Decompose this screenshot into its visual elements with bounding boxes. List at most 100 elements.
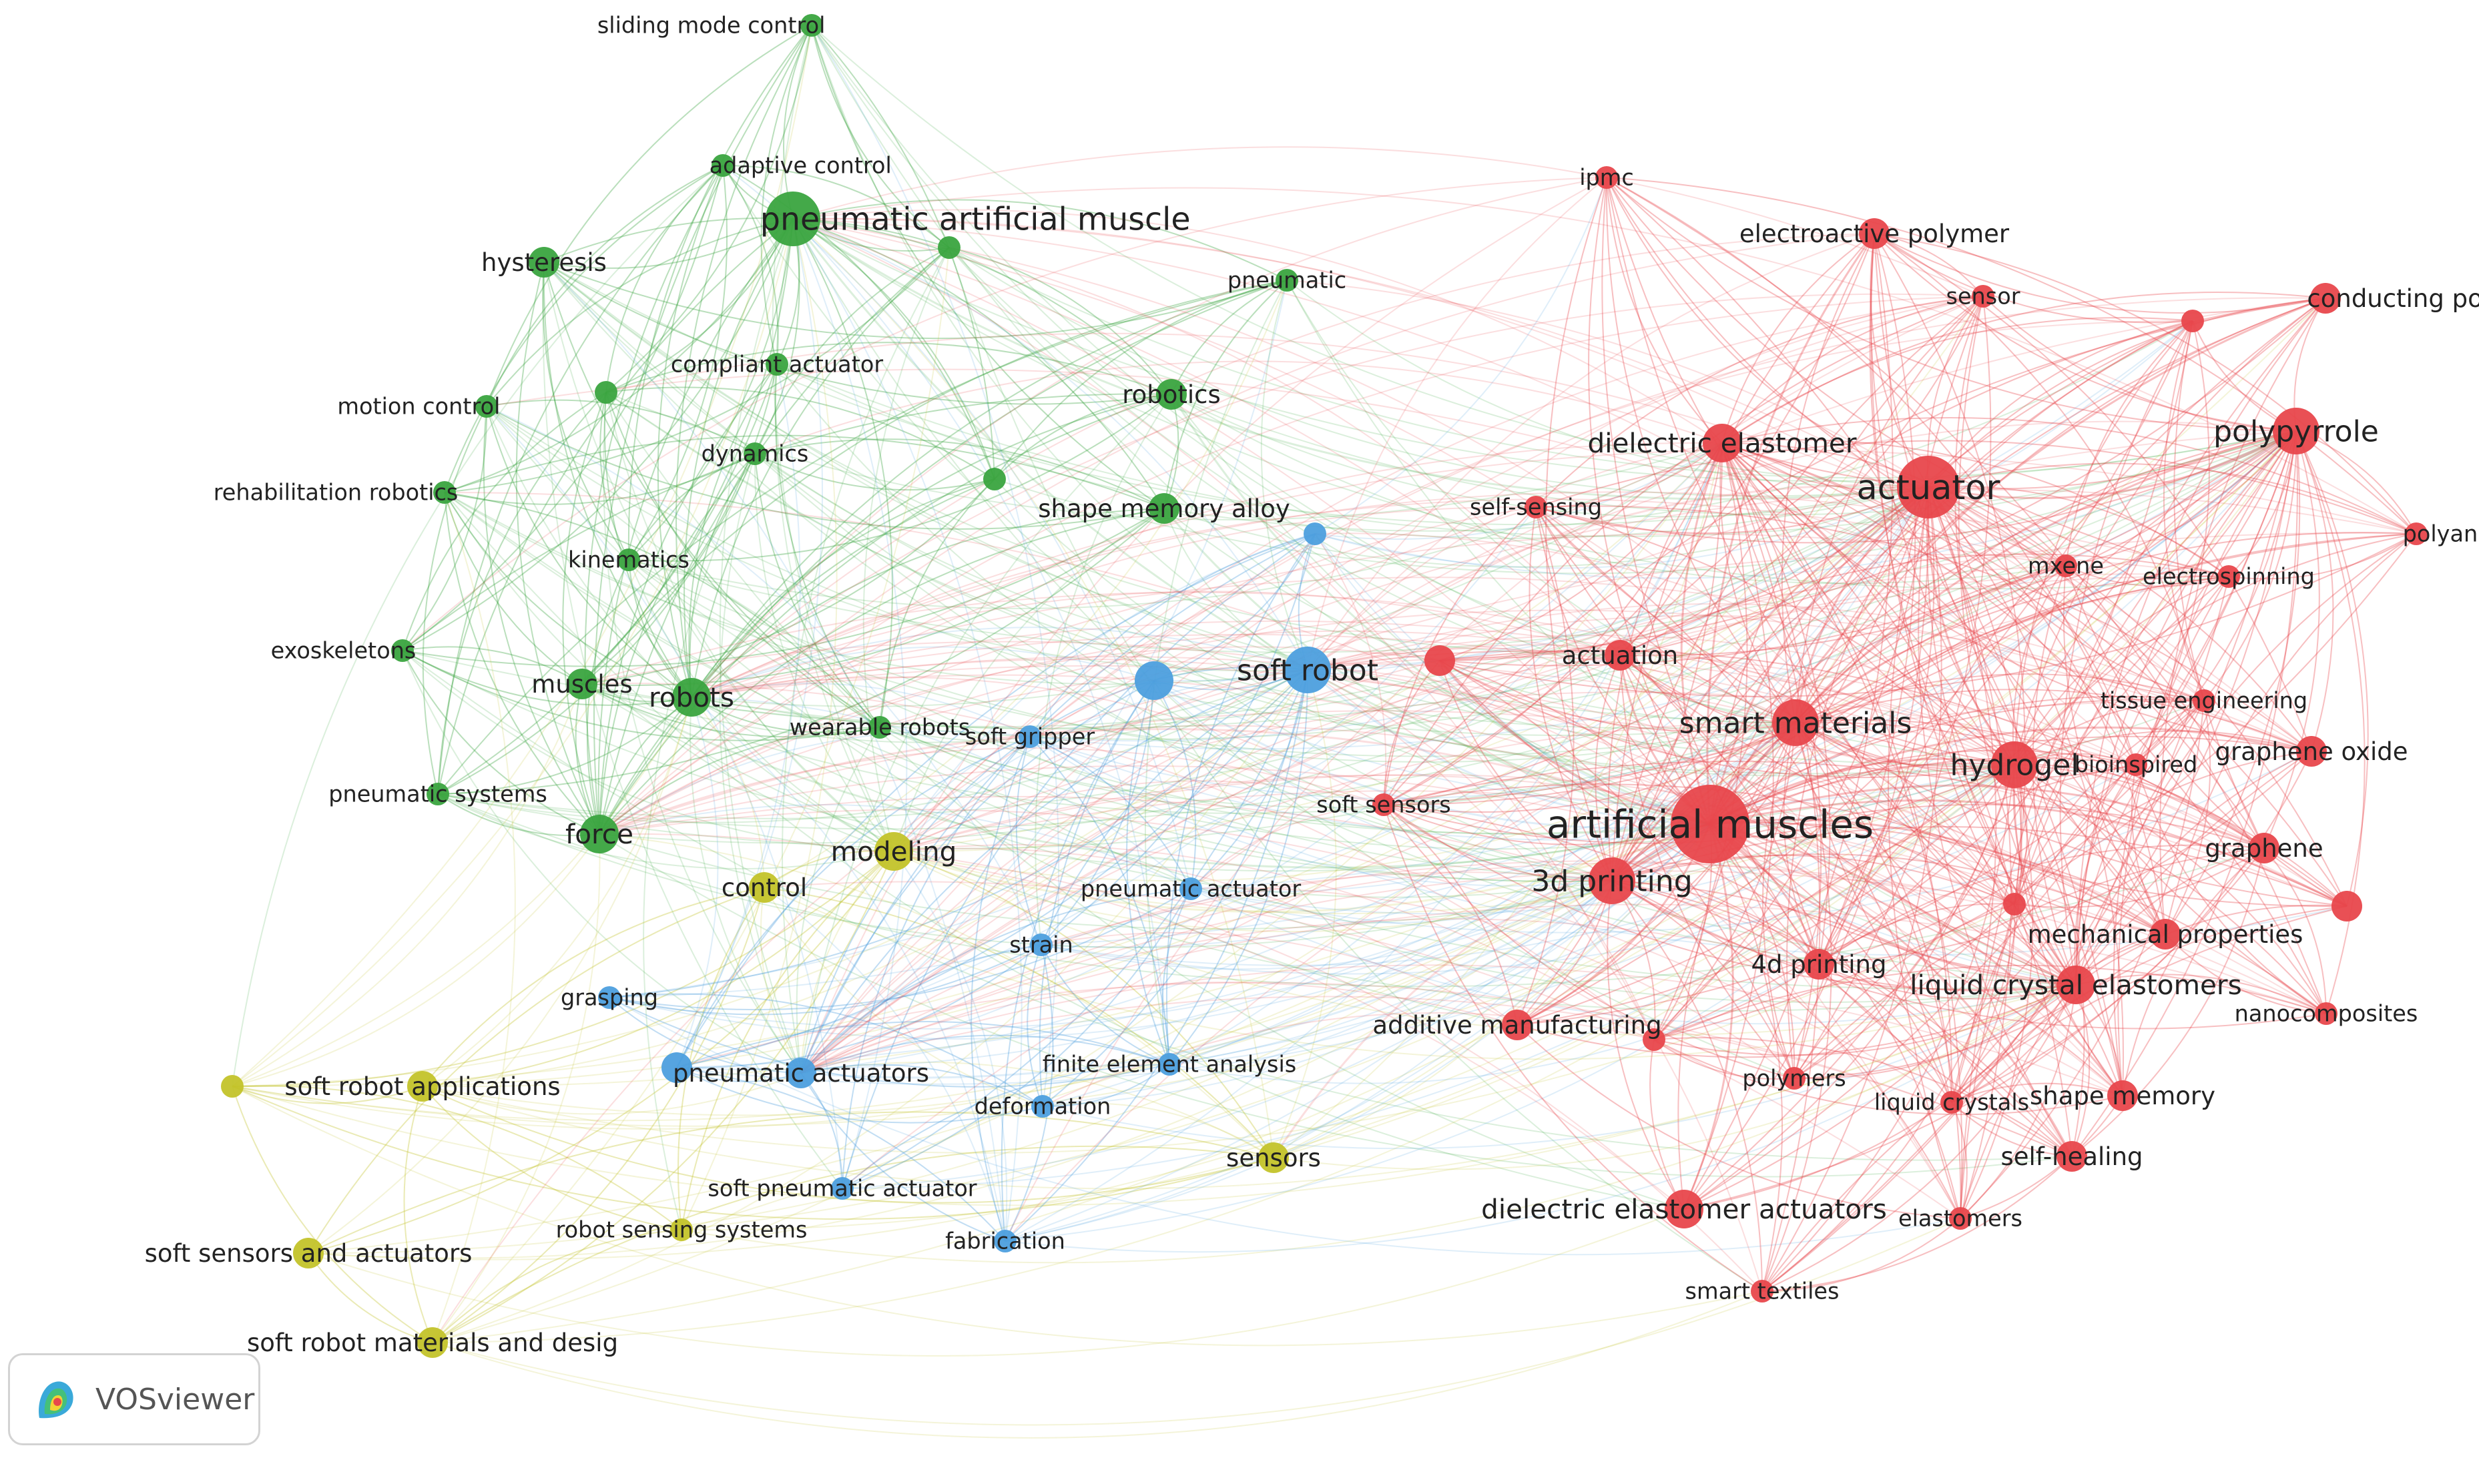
- node-pneumatic[interactable]: [1276, 269, 1298, 292]
- network-link: [605, 25, 812, 393]
- node-modeling[interactable]: [874, 832, 913, 871]
- node-soft-sensors-and-actuators[interactable]: [293, 1238, 324, 1268]
- node-exoskeletons[interactable]: [391, 639, 414, 662]
- node-compliant-actuator[interactable]: [766, 353, 788, 376]
- node-dielectric-elastomer[interactable]: [1703, 424, 1741, 462]
- node-bioinspired[interactable]: [2125, 753, 2147, 776]
- node-green-unlabeled-3[interactable]: [983, 468, 1006, 490]
- node-blue-unlabeled-2[interactable]: [1135, 661, 1173, 700]
- node-robots[interactable]: [672, 678, 711, 717]
- node-electrospinning[interactable]: [2217, 565, 2240, 588]
- node-adaptive-control[interactable]: [712, 154, 734, 177]
- node-robotics[interactable]: [1156, 379, 1187, 410]
- node-soft-robot-materials-and-desig[interactable]: [417, 1327, 448, 1358]
- node-conducting-polymer[interactable]: [2310, 283, 2341, 314]
- network-link: [232, 1086, 1274, 1220]
- node-yellow-unlabeled-1[interactable]: [221, 1075, 244, 1098]
- network-link: [1042, 1012, 1655, 1107]
- node-artificial-muscles[interactable]: [1671, 785, 1749, 863]
- vosviewer-badge[interactable]: VOSviewer: [8, 1353, 260, 1445]
- node-wearable-robots[interactable]: [868, 716, 891, 739]
- network-link: [1383, 783, 2166, 935]
- node-self-healing[interactable]: [2056, 1141, 2087, 1172]
- node-deformation[interactable]: [1031, 1095, 1054, 1118]
- network-link: [486, 406, 1165, 530]
- node-electroactive-polymer[interactable]: [1859, 218, 1890, 249]
- node-smart-textiles[interactable]: [1751, 1280, 1773, 1303]
- node-elastomers[interactable]: [1949, 1207, 1972, 1230]
- node-3d-printing[interactable]: [1589, 857, 1635, 904]
- network-link: [422, 851, 894, 1087]
- node-additive-manufacturing[interactable]: [1502, 1010, 1533, 1040]
- network-link: [599, 663, 1796, 835]
- node-4d-printing[interactable]: [1804, 949, 1834, 980]
- node-actuator[interactable]: [1897, 456, 1960, 518]
- node-finite-element-analysis[interactable]: [1158, 1053, 1181, 1076]
- node-polypyrrole[interactable]: [2273, 408, 2319, 454]
- node-soft-pneumatic-actuator[interactable]: [831, 1177, 854, 1200]
- network-link: [628, 165, 728, 561]
- node-red-unlabeled-5[interactable]: [1643, 1028, 1665, 1051]
- node-smart-materials[interactable]: [1772, 699, 1819, 746]
- node-pneumatic-artificial-muscle[interactable]: [766, 192, 820, 246]
- node-robot-sensing-systems[interactable]: [670, 1218, 693, 1241]
- node-soft-sensors[interactable]: [1372, 793, 1395, 816]
- node-hysteresis[interactable]: [529, 247, 559, 278]
- node-self-sensing[interactable]: [1525, 496, 1547, 518]
- node-muscles[interactable]: [567, 669, 597, 699]
- network-link: [422, 430, 2297, 1088]
- node-sliding-mode-control[interactable]: [800, 14, 823, 37]
- node-soft-robot-applications[interactable]: [407, 1071, 438, 1102]
- node-fabrication[interactable]: [994, 1230, 1017, 1252]
- node-green-unlabeled-1[interactable]: [938, 236, 960, 259]
- network-link: [609, 880, 1613, 1040]
- node-grasping[interactable]: [598, 986, 621, 1009]
- node-nanocomposites[interactable]: [2315, 1002, 2337, 1025]
- node-blue-unlabeled-3[interactable]: [661, 1052, 692, 1083]
- node-pneumatic-actuator[interactable]: [1179, 877, 1202, 900]
- node-dielectric-elastomer-actuators[interactable]: [1665, 1190, 1703, 1228]
- node-strain[interactable]: [1030, 934, 1053, 956]
- node-soft-robot[interactable]: [1284, 647, 1331, 693]
- node-red-unlabeled-4[interactable]: [2331, 891, 2362, 921]
- network-link: [1721, 233, 1875, 444]
- node-liquid-crystal-elastomers[interactable]: [2056, 966, 2095, 1004]
- node-blue-unlabeled-1[interactable]: [1304, 522, 1326, 545]
- node-pneumatic-systems[interactable]: [427, 783, 449, 805]
- node-tissue-engineering[interactable]: [2193, 689, 2215, 712]
- node-liquid-crystals[interactable]: [1940, 1091, 1963, 1114]
- network-link: [2113, 576, 2229, 1096]
- node-polyaniline[interactable]: [2405, 522, 2428, 545]
- node-graphene-oxide[interactable]: [2296, 736, 2327, 767]
- node-sensors[interactable]: [1258, 1142, 1289, 1173]
- node-hydrogel[interactable]: [1991, 741, 2038, 788]
- node-graphene[interactable]: [2249, 833, 2279, 863]
- node-ipmc[interactable]: [1595, 166, 1618, 189]
- node-dynamics[interactable]: [744, 442, 766, 465]
- node-mxene[interactable]: [2054, 554, 2077, 577]
- node-actuation[interactable]: [1605, 640, 1635, 671]
- network-link: [599, 392, 629, 561]
- node-force[interactable]: [580, 815, 619, 853]
- node-motion-control[interactable]: [475, 395, 498, 418]
- node-shape-memory[interactable]: [2107, 1080, 2138, 1111]
- node-control[interactable]: [749, 872, 780, 903]
- node-polymers[interactable]: [1783, 1067, 1806, 1090]
- node-shape-memory-alloy[interactable]: [1149, 493, 1179, 524]
- label-compliant-actuator: compliant actuator: [671, 352, 883, 378]
- network-link: [1041, 880, 1613, 970]
- node-pneumatic-actuators[interactable]: [786, 1058, 816, 1088]
- node-mechanical-properties[interactable]: [2150, 919, 2181, 950]
- node-green-unlabeled-2[interactable]: [595, 381, 617, 404]
- node-red-unlabeled-3[interactable]: [2003, 893, 2026, 915]
- node-rehabilitation-robotics[interactable]: [433, 481, 456, 504]
- network-link: [402, 650, 880, 741]
- node-sensor[interactable]: [1972, 285, 1994, 308]
- network-link: [543, 262, 1006, 1242]
- node-kinematics[interactable]: [617, 548, 640, 571]
- network-link: [609, 442, 1723, 998]
- network-link: [432, 247, 950, 1343]
- node-red-unlabeled-1[interactable]: [2181, 310, 2204, 332]
- node-soft-gripper[interactable]: [1019, 725, 1041, 748]
- node-red-unlabeled-2[interactable]: [1424, 645, 1455, 676]
